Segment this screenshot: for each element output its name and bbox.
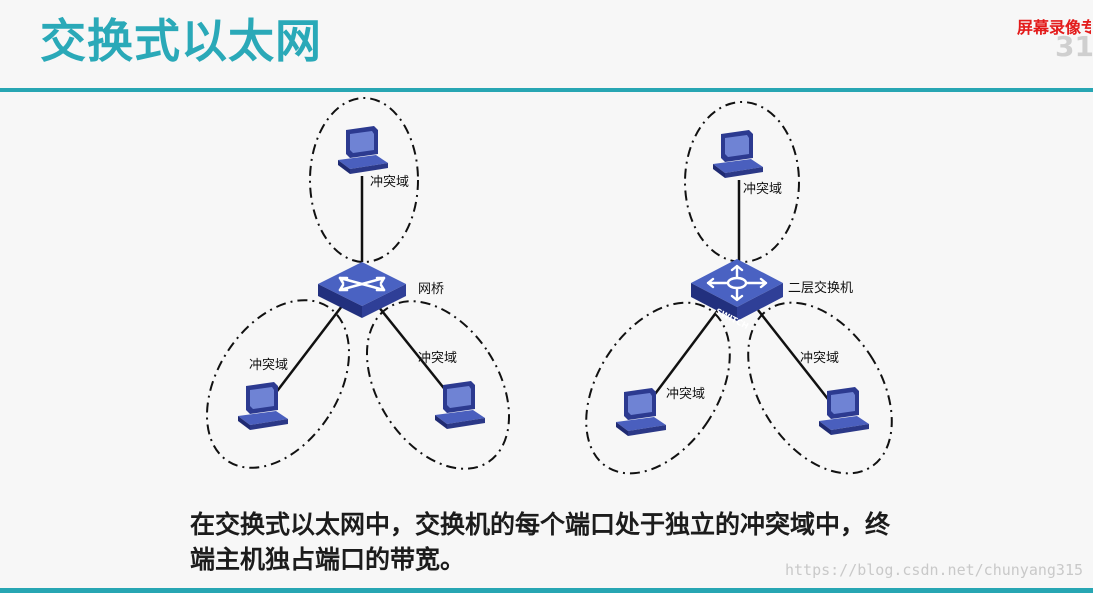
collision-domain-ring [365,300,511,470]
collision-domain-label: 冲突域 [249,357,288,373]
collision-domain-label: 冲突域 [743,181,782,197]
collision-domain-ring [684,101,800,263]
link-line [377,305,456,403]
recorder-watermark: 屏幕录像专 [1017,18,1091,37]
slide-title: 交换式以太网 [40,14,322,68]
link-line [267,305,343,404]
desktop-computer-icon [819,387,869,435]
network-bridge-icon [318,262,406,318]
desktop-computer-icon [338,126,388,174]
title-divider [0,88,1093,92]
collision-domain-ring [747,301,893,475]
bottom-divider [0,588,1093,593]
slide-caption: 在交换式以太网中，交换机的每个端口处于独立的冲突域中，终端主机独占端口的带宽。 [190,510,891,574]
network-diagrams: 冲突域 网桥 冲突域 冲突域 SWITCH 冲突域 二层交换机 冲突域 冲突域 [205,97,893,475]
switch-label: 二层交换机 [788,280,853,296]
collision-domain-label: 冲突域 [666,386,705,402]
collision-domain-ring [205,299,351,469]
ghost-watermark: 31 [1055,30,1093,63]
collision-domain-ring [309,97,419,263]
collision-domain-label: 冲突域 [800,350,839,366]
bridge-label: 网桥 [418,282,444,297]
layer2-switch-icon: SWITCH [691,259,783,331]
link-line [757,309,836,409]
collision-domain-label: 冲突域 [370,174,409,190]
desktop-computer-icon [238,382,288,430]
desktop-computer-icon [713,130,763,178]
collision-domain-ring [585,301,731,475]
collision-domain-label: 冲突域 [418,350,457,366]
blog-url-watermark: https://blog.csdn.net/chunyang315 [784,561,1083,579]
desktop-computer-icon [616,388,666,436]
switch-diagram: SWITCH 冲突域 二层交换机 冲突域 冲突域 [585,101,893,475]
bridge-diagram: 冲突域 网桥 冲突域 冲突域 [205,97,511,470]
